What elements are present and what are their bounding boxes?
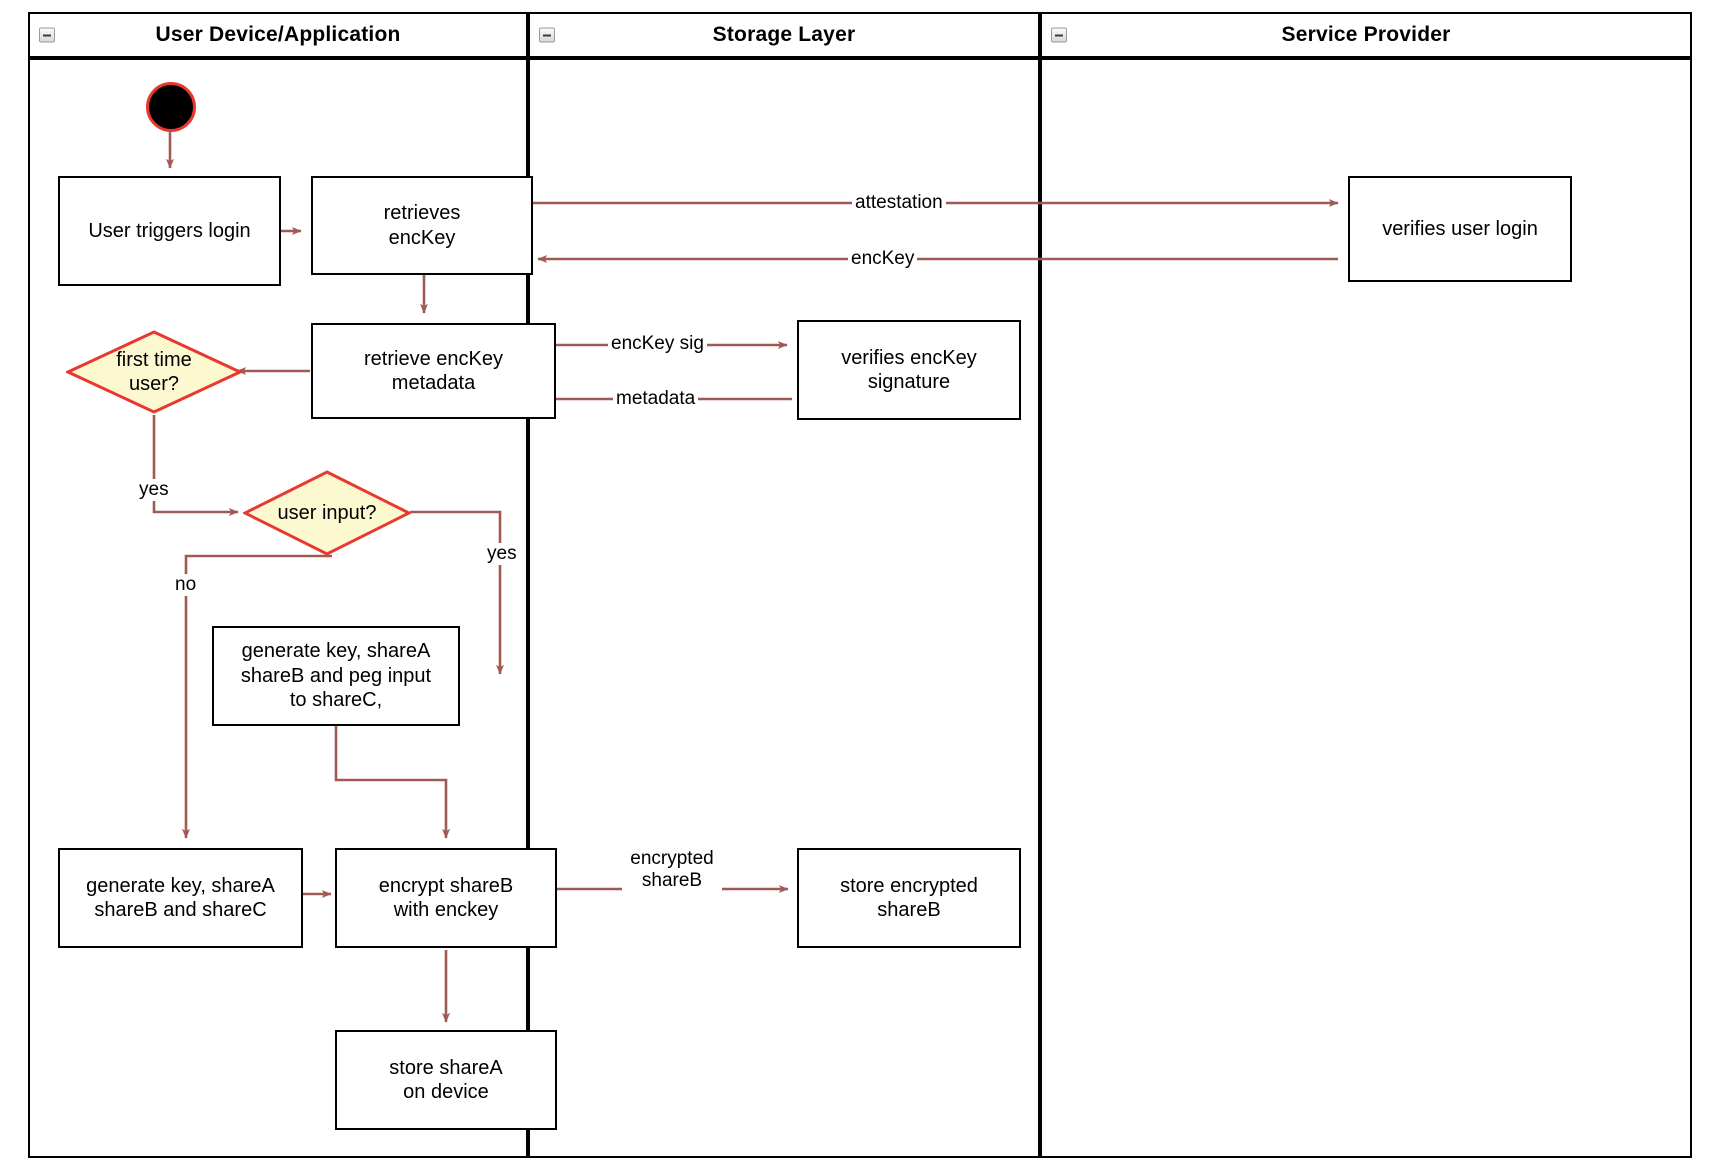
lane-header-user-device[interactable]: User Device/Application — [28, 12, 528, 58]
edge-label-firsttime-yes: yes — [136, 479, 172, 501]
diamond-shape — [243, 470, 411, 556]
initial-node — [146, 82, 196, 132]
lane-title-user-device: User Device/Application — [155, 23, 401, 46]
edge-label-userinput-no: no — [172, 574, 200, 596]
lane-body-storage-layer — [528, 58, 1040, 1158]
action-verifies-enckey-signature[interactable]: verifies encKey signature — [797, 320, 1021, 420]
collapse-minus-icon[interactable] — [539, 27, 555, 43]
edge-label-userinput-yes: yes — [484, 543, 520, 565]
lane-title-service-provider: Service Provider — [1281, 23, 1451, 46]
collapse-minus-icon[interactable] — [1051, 27, 1067, 43]
lane-header-service-provider[interactable]: Service Provider — [1040, 12, 1692, 58]
edge-label-attestation: attestation — [852, 192, 946, 214]
lane-title-storage-layer: Storage Layer — [712, 23, 856, 46]
edge-label-enckey: encKey — [848, 248, 918, 270]
lane-header-storage-layer[interactable]: Storage Layer — [528, 12, 1040, 58]
decision-user-input[interactable]: user input? — [243, 470, 411, 556]
diamond-shape — [66, 330, 242, 414]
edge-label-metadata: metadata — [613, 388, 699, 410]
action-verifies-user-login[interactable]: verifies user login — [1348, 176, 1572, 282]
collapse-minus-icon[interactable] — [39, 27, 55, 43]
action-user-triggers-login[interactable]: User triggers login — [58, 176, 281, 286]
edge-label-enckey-sig: encKey sig — [608, 333, 707, 355]
